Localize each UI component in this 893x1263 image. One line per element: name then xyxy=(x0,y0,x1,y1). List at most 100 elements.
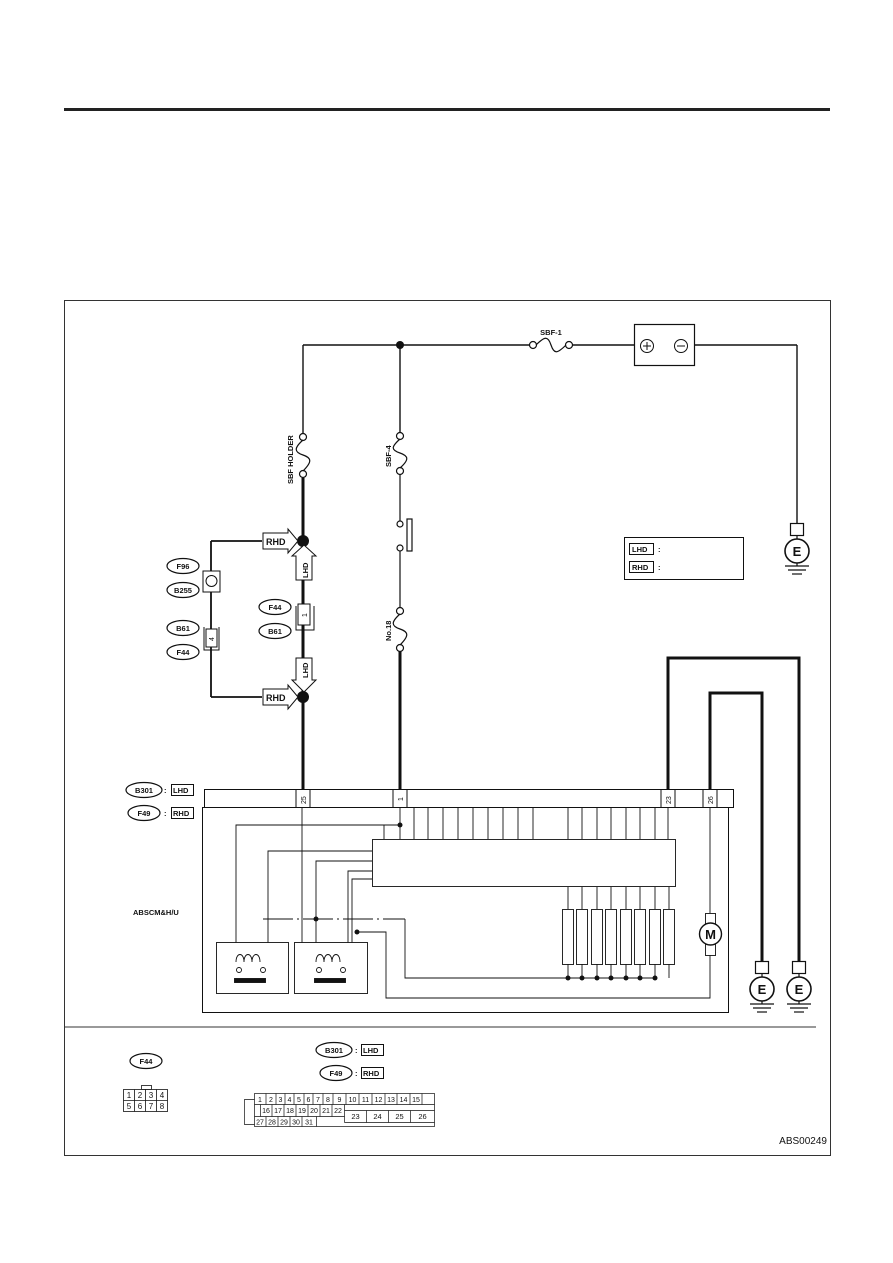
module-relay-2 xyxy=(294,942,368,994)
svg-text:7: 7 xyxy=(316,1097,320,1104)
tag-b301-bottom-lhd xyxy=(361,1044,384,1056)
rhd-arrow-upper xyxy=(262,527,299,555)
tag-b301-module-label: B301 xyxy=(135,786,153,795)
module-solenoid-valves xyxy=(562,887,675,978)
fuse-sbf1-label: SBF-1 xyxy=(540,328,562,337)
connector-face-f44-pins: 1 2 3 4 5 6 7 8 xyxy=(127,1091,165,1111)
svg-text:4: 4 xyxy=(160,1091,165,1100)
svg-text:29: 29 xyxy=(280,1120,288,1127)
tag-b255 xyxy=(166,581,200,599)
ground-wires-right xyxy=(666,656,801,962)
legend-lhd-label: LHD xyxy=(632,545,648,554)
tag-b255-label: B255 xyxy=(174,586,192,595)
svg-text:7: 7 xyxy=(149,1102,154,1111)
svg-text:8: 8 xyxy=(160,1102,165,1111)
tag-f49-module xyxy=(127,804,161,822)
tag-f49-module-colon: : xyxy=(164,809,167,818)
legend-rhd-colon: : xyxy=(658,563,661,572)
svg-text:16: 16 xyxy=(262,1108,270,1115)
module-pin-1: 1 xyxy=(398,797,405,801)
tag-b61-mid-label: B61 xyxy=(268,627,282,636)
svg-text:6: 6 xyxy=(138,1102,143,1111)
joint-connector-1 xyxy=(295,603,315,631)
lhd-arrow-lower xyxy=(290,657,318,693)
lhd-arrow-lower-label: LHD xyxy=(301,662,310,678)
svg-text:14: 14 xyxy=(400,1097,408,1104)
tag-f96-label: F96 xyxy=(177,562,190,571)
fuse-no18-label: No.18 xyxy=(384,621,393,641)
connector-face-b301-row3 xyxy=(265,1116,303,1127)
ground-symbol-lower-2 xyxy=(786,960,812,1013)
module-pin-dividers xyxy=(295,789,718,807)
connector-face-b301-row1-pins: 1 2 3 4 5 6 7 8 9 10 11 12 13 14 15 xyxy=(258,1097,420,1104)
connector-f96-b255 xyxy=(202,570,221,593)
svg-text:24: 24 xyxy=(373,1112,381,1121)
fuse-sbf1 xyxy=(528,337,574,353)
tag-f44-mid-label: F44 xyxy=(269,603,283,612)
svg-text:13: 13 xyxy=(387,1097,395,1104)
svg-text:9: 9 xyxy=(338,1097,342,1104)
fuse-sbf4 xyxy=(392,431,408,476)
joint-connector-1-pin: 1 xyxy=(302,613,309,617)
svg-text:3: 3 xyxy=(279,1097,283,1104)
tag-b61-mid xyxy=(258,622,292,640)
ground-symbol-top xyxy=(784,522,810,575)
tag-f44-left xyxy=(166,643,200,661)
connector-face-b301-row2 xyxy=(271,1104,333,1117)
ground-top-label: E xyxy=(793,544,802,559)
svg-text:28: 28 xyxy=(268,1120,276,1127)
svg-text:18: 18 xyxy=(286,1108,294,1115)
connector-b61-f44-pin: 4 xyxy=(209,637,216,641)
tag-b301-module-colon: : xyxy=(164,786,167,795)
rhd-arrow-upper-label: RHD xyxy=(266,537,286,547)
svg-text:19: 19 xyxy=(298,1108,306,1115)
tag-f44-left-label: F44 xyxy=(177,648,191,657)
connector-face-b301-row2-pins: 16 17 18 19 20 21 22 xyxy=(262,1108,342,1115)
module-label: ABSCM&H/U xyxy=(133,908,179,917)
svg-text:21: 21 xyxy=(322,1108,330,1115)
connector-b61-f44 xyxy=(203,627,220,651)
svg-text:5: 5 xyxy=(297,1097,301,1104)
junction-dot-upper xyxy=(297,535,309,547)
fuse-sbf-holder-label: SBF HOLDER xyxy=(286,435,295,484)
lhd-arrow-upper-label: LHD xyxy=(301,562,310,578)
tag-b61-left xyxy=(166,619,200,637)
module-solenoid-nodes xyxy=(565,975,658,981)
svg-text:30: 30 xyxy=(292,1120,300,1127)
svg-text:1: 1 xyxy=(258,1097,262,1104)
tag-f49-module-rhd-label: RHD xyxy=(173,809,190,818)
legend-rhd-label: RHD xyxy=(632,563,649,572)
svg-text:5: 5 xyxy=(127,1102,132,1111)
fuse-sbf-holder xyxy=(295,432,311,479)
svg-text:22: 22 xyxy=(334,1108,342,1115)
ground-lower-1-label: E xyxy=(758,982,767,997)
module-node-b xyxy=(313,916,319,922)
fuse-no18 xyxy=(392,606,408,653)
tag-b61-left-label: B61 xyxy=(176,624,190,633)
tag-f49-bottom-colon: : xyxy=(355,1069,358,1078)
module-body xyxy=(202,807,729,1013)
tag-b301-bottom-lhd-label: LHD xyxy=(363,1046,379,1055)
svg-text:17: 17 xyxy=(274,1108,282,1115)
module-relay-1 xyxy=(216,942,289,994)
tag-b301-bottom-label: B301 xyxy=(325,1046,343,1055)
junction-dot-lower xyxy=(297,691,309,703)
tag-b301-bottom xyxy=(315,1041,353,1059)
svg-text:6: 6 xyxy=(307,1097,311,1104)
svg-text:11: 11 xyxy=(362,1097,369,1104)
svg-text:20: 20 xyxy=(310,1108,318,1115)
legend-lhd-colon: : xyxy=(658,545,661,554)
svg-text:26: 26 xyxy=(418,1112,426,1121)
module-motor-label: M xyxy=(705,927,716,942)
svg-text:2: 2 xyxy=(269,1097,273,1104)
module-connector-strip xyxy=(204,789,734,808)
svg-text:23: 23 xyxy=(351,1112,359,1121)
tag-b301-bottom-colon: : xyxy=(355,1046,358,1055)
module-internal-wiring xyxy=(235,807,711,999)
svg-text:15: 15 xyxy=(412,1097,420,1104)
figure-code: ABS00249 xyxy=(779,1136,827,1147)
svg-text:3: 3 xyxy=(149,1091,154,1100)
svg-text:1: 1 xyxy=(127,1091,132,1100)
tag-f49-bottom-label: F49 xyxy=(330,1069,343,1078)
